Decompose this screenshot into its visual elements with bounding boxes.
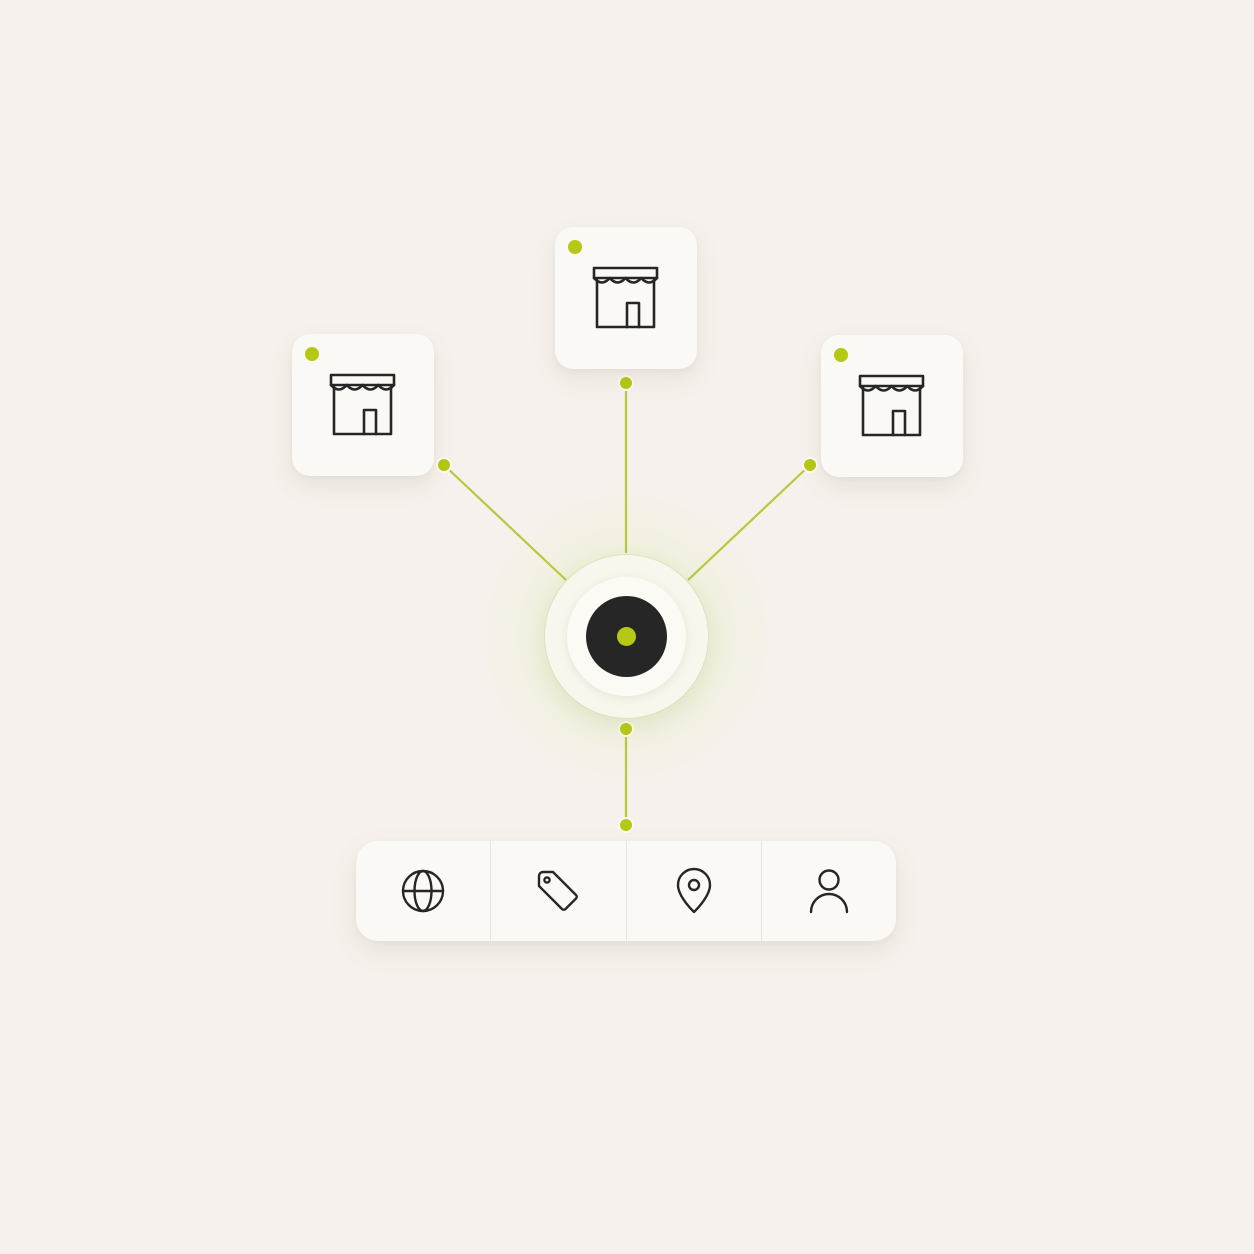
map-pin-icon	[676, 867, 711, 914]
hub-center-dot	[617, 627, 636, 646]
store-icon	[592, 266, 659, 329]
connector-endpoint-toolbar	[618, 817, 634, 833]
status-dot	[568, 240, 582, 254]
connector-endpoint-top	[618, 375, 634, 391]
globe-button[interactable]	[356, 841, 492, 941]
globe-icon	[401, 869, 445, 913]
store-icon	[329, 373, 396, 436]
tag-button[interactable]	[491, 841, 627, 941]
connector-endpoint-left	[436, 457, 452, 473]
icon-toolbar	[356, 841, 896, 941]
connector-endpoint-hub-bottom	[618, 721, 634, 737]
store-card-left[interactable]	[292, 334, 434, 476]
store-icon	[858, 374, 925, 437]
location-button[interactable]	[627, 841, 762, 941]
status-dot	[305, 347, 319, 361]
connector-right	[687, 464, 811, 581]
user-icon	[809, 869, 849, 914]
connector-left	[443, 464, 567, 581]
user-button[interactable]	[762, 841, 896, 941]
store-card-right[interactable]	[821, 335, 963, 477]
connector-endpoint-right	[802, 457, 818, 473]
tag-icon	[538, 870, 579, 911]
status-dot	[834, 348, 848, 362]
store-card-top[interactable]	[555, 227, 697, 369]
